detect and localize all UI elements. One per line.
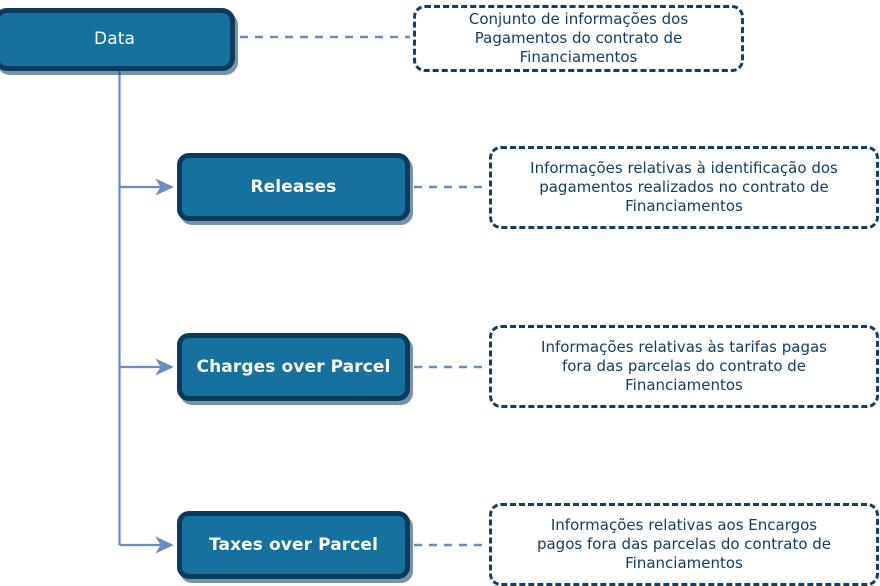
annotation-data-text: Conjunto de informações dos Pagamentos d… [468, 9, 689, 67]
node-data-label: Data [94, 29, 135, 50]
node-taxes-over-parcel-label: Taxes over Parcel [209, 534, 378, 555]
node-data[interactable]: Data [0, 8, 235, 71]
annotation-releases-text: Informações relativas à identificação do… [530, 158, 838, 216]
node-releases-label: Releases [250, 176, 337, 197]
annotation-charges-over-parcel-text: Informações relativas às tarifas pagas f… [541, 337, 827, 395]
annotation-taxes-over-parcel: Informações relativas aos Encargos pagos… [489, 503, 879, 586]
annotation-taxes-over-parcel-text: Informações relativas aos Encargos pagos… [536, 515, 832, 573]
node-charges-over-parcel[interactable]: Charges over Parcel [177, 333, 410, 401]
annotation-data: Conjunto de informações dos Pagamentos d… [413, 5, 744, 72]
node-taxes-over-parcel[interactable]: Taxes over Parcel [177, 511, 410, 579]
node-charges-over-parcel-label: Charges over Parcel [196, 356, 391, 377]
annotation-charges-over-parcel: Informações relativas às tarifas pagas f… [489, 325, 879, 408]
annotation-releases: Informações relativas à identificação do… [489, 146, 879, 229]
node-releases[interactable]: Releases [177, 153, 410, 221]
